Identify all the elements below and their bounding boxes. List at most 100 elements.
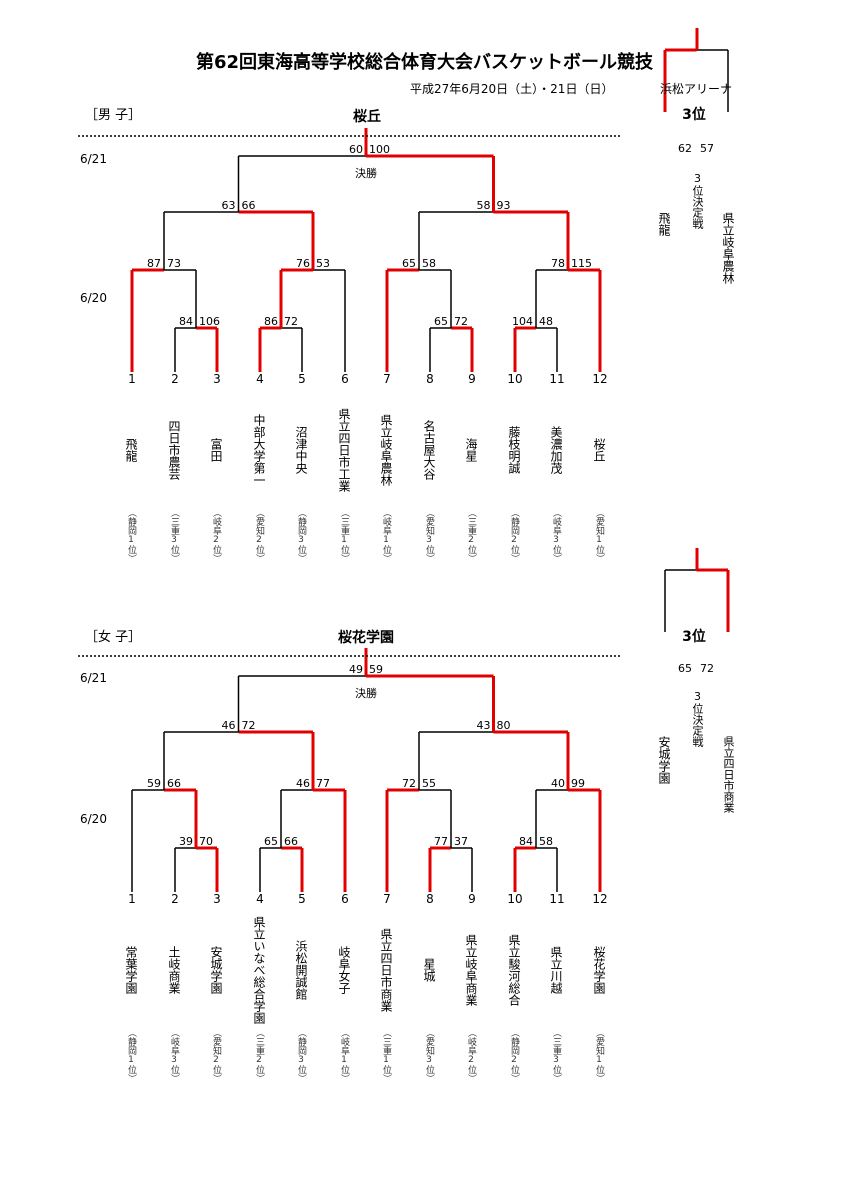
team-prefecture-rank: （岐阜1位） xyxy=(339,1028,349,1083)
team-prefecture-rank: （岐阜2位） xyxy=(466,1028,476,1083)
boys-third-right-team: 県立岐阜農林 xyxy=(721,212,735,284)
team-number: 3 xyxy=(213,372,221,386)
boys-r1-4-left-score: 104 xyxy=(512,315,533,328)
team-number: 11 xyxy=(549,372,565,386)
girls-sf-1-right-score: 72 xyxy=(241,719,256,732)
girls-r1-1-right-score: 70 xyxy=(199,835,213,848)
boys-r1-4-right-score: 48 xyxy=(539,315,553,328)
team-name: 県立岐阜商業 xyxy=(464,934,478,1006)
girls-r1-1-left-score: 39 xyxy=(179,835,193,848)
girls-qf-2-right-score: 77 xyxy=(316,777,330,790)
team-number: 6 xyxy=(341,372,349,386)
team-number: 11 xyxy=(549,892,565,906)
girls-third-left-score: 65 xyxy=(678,662,692,675)
team-prefecture-rank: （岐阜3位） xyxy=(551,508,561,563)
team-name: 美濃加茂 xyxy=(549,426,563,474)
team-prefecture-rank: （愛知2位） xyxy=(254,508,264,563)
girls-qf-1-left-score: 59 xyxy=(147,777,161,790)
girls-qf-2-left-score: 46 xyxy=(296,777,310,790)
girls-final-left-score: 49 xyxy=(349,663,363,676)
team-prefecture-rank: （愛知3位） xyxy=(424,508,434,563)
boys-qf-1-left-score: 87 xyxy=(147,257,161,270)
team-name: 沼津中央 xyxy=(294,426,308,474)
team-prefecture-rank: （愛知1位） xyxy=(594,1028,604,1083)
boys-qf-2-left-score: 76 xyxy=(296,257,310,270)
girls-third-right-score: 72 xyxy=(700,662,714,675)
boys-qf-3-left-score: 65 xyxy=(402,257,416,270)
boys-final-left-score: 60 xyxy=(349,143,363,156)
team-number: 12 xyxy=(592,892,608,906)
team-number: 8 xyxy=(426,372,434,386)
boys-r1-3-left-score: 65 xyxy=(434,315,448,328)
team-prefecture-rank: （岐阜3位） xyxy=(169,1028,179,1083)
team-prefecture-rank: （三重1位） xyxy=(381,1028,391,1083)
team-number: 9 xyxy=(468,372,476,386)
girls-section-label: ［女 子］ xyxy=(85,630,142,645)
team-name: 土岐商業 xyxy=(167,946,181,994)
boys-sf-2-left-score: 58 xyxy=(476,199,491,212)
boys-final-right-score: 100 xyxy=(369,143,390,156)
boys-qf-4-left-score: 78 xyxy=(551,257,565,270)
team-prefecture-rank: （愛知3位） xyxy=(424,1028,434,1083)
team-name: 岐阜女子 xyxy=(337,946,351,994)
girls-date-day2: 6/21 xyxy=(80,671,107,685)
girls-champion: 桜花学園 xyxy=(338,630,394,646)
boys-qf-2-right-score: 53 xyxy=(316,257,330,270)
team-prefecture-rank: （静岡2位） xyxy=(509,1028,519,1083)
team-prefecture-rank: （静岡3位） xyxy=(296,508,306,563)
team-name: 中部大学第一 xyxy=(252,414,266,486)
girls-r1-3-left-score: 77 xyxy=(434,835,448,848)
team-name: 県立いなべ総合学園 xyxy=(252,916,266,1024)
boys-date-day1: 6/20 xyxy=(80,291,107,305)
team-name: 桜花学園 xyxy=(592,946,606,994)
boys-final-label: 決勝 xyxy=(355,167,377,180)
team-name: 浜松開誠館 xyxy=(294,940,308,1000)
team-number: 3 xyxy=(213,892,221,906)
team-name: 常葉学園 xyxy=(124,946,138,994)
event-dates: 平成27年6月20日（土）・21日（日） xyxy=(410,82,614,96)
boys-qf-3-right-score: 58 xyxy=(422,257,436,270)
team-prefecture-rank: （三重1位） xyxy=(339,508,349,563)
boys-champion: 桜丘 xyxy=(353,109,381,125)
team-prefecture-rank: （三重2位） xyxy=(254,1028,264,1083)
team-name: 海星 xyxy=(464,438,478,462)
girls-third-right-team: 県立四日市商業 xyxy=(722,736,735,813)
team-number: 9 xyxy=(468,892,476,906)
team-name: 名古屋大谷 xyxy=(422,420,436,480)
team-prefecture-rank: （三重3位） xyxy=(169,508,179,563)
boys-third-right-score: 57 xyxy=(700,142,714,155)
team-name: 星城 xyxy=(422,958,436,982)
girls-final-label: 決勝 xyxy=(355,687,377,700)
page-title: 第62回東海高等学校総合体育大会バスケットボール競技 xyxy=(195,52,654,73)
boys-r1-1-left-score: 84 xyxy=(179,315,193,328)
boys-third-heading: 3位 xyxy=(682,107,706,123)
boys-sf-1-left-score: 63 xyxy=(221,199,236,212)
boys-r1-1-right-score: 106 xyxy=(199,315,220,328)
boys-qf-4-right-score: 115 xyxy=(571,257,592,270)
team-name: 県立四日市工業 xyxy=(337,408,351,492)
team-prefecture-rank: （静岡3位） xyxy=(296,1028,306,1083)
girls-final-right-score: 59 xyxy=(369,663,383,676)
team-number: 4 xyxy=(256,372,264,386)
team-prefecture-rank: （愛知1位） xyxy=(594,508,604,563)
boys-r1-3-right-score: 72 xyxy=(454,315,468,328)
girls-third-left-team: 安城学園 xyxy=(657,736,671,784)
team-number: 5 xyxy=(298,892,306,906)
team-number: 8 xyxy=(426,892,434,906)
team-number: 1 xyxy=(128,372,136,386)
team-number: 7 xyxy=(383,892,391,906)
team-name: 県立駿河総合 xyxy=(507,934,521,1006)
team-name: 県立川越 xyxy=(549,946,563,994)
event-venue: 浜松アリーナ xyxy=(660,82,733,96)
team-number: 10 xyxy=(507,892,523,906)
team-prefecture-rank: （静岡1位） xyxy=(126,508,136,563)
boys-sf-1-right-score: 66 xyxy=(241,199,256,212)
team-prefecture-rank: （岐阜2位） xyxy=(211,508,221,563)
team-name: 四日市農芸 xyxy=(167,420,181,480)
girls-qf-3-right-score: 55 xyxy=(422,777,436,790)
team-prefecture-rank: （静岡2位） xyxy=(509,508,519,563)
team-number: 2 xyxy=(171,372,179,386)
team-number: 2 xyxy=(171,892,179,906)
team-prefecture-rank: （三重2位） xyxy=(466,508,476,563)
